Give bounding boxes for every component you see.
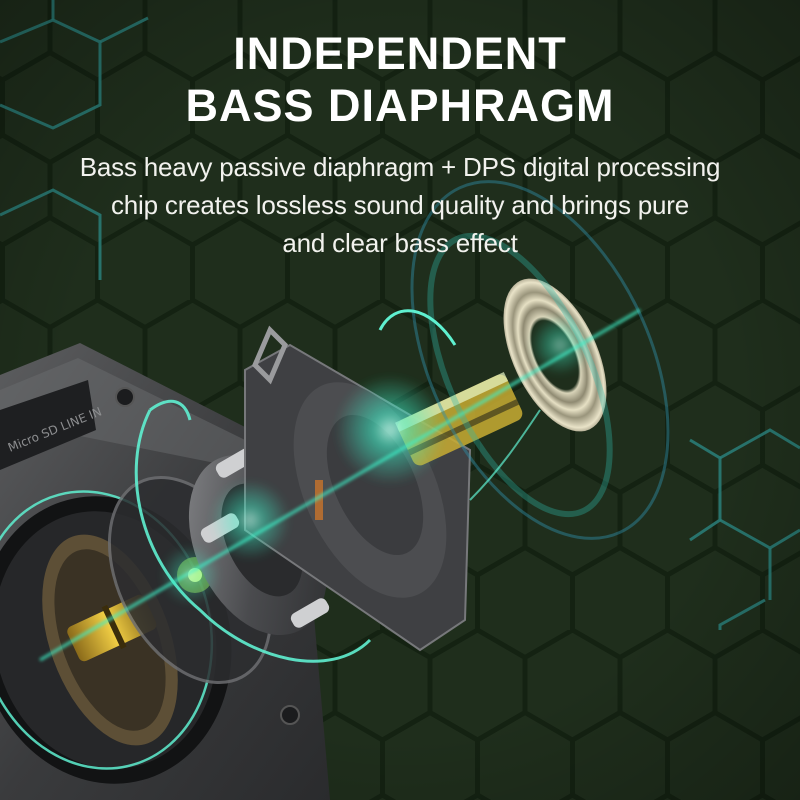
sound-wave-effects xyxy=(39,180,670,663)
description-line-1: Bass heavy passive diaphragm + DPS digit… xyxy=(79,152,721,182)
feature-description: Bass heavy passive diaphragm + DPS digit… xyxy=(0,148,800,262)
description-line-3: and clear bass effect xyxy=(282,228,518,258)
headline-line-1: INDEPENDENT xyxy=(233,28,567,79)
headline: INDEPENDENT BASS DIAPHRAGM xyxy=(0,28,800,132)
headline-line-2: BASS DIAPHRAGM xyxy=(185,80,615,131)
description-line-2: chip creates lossless sound quality and … xyxy=(110,190,690,220)
